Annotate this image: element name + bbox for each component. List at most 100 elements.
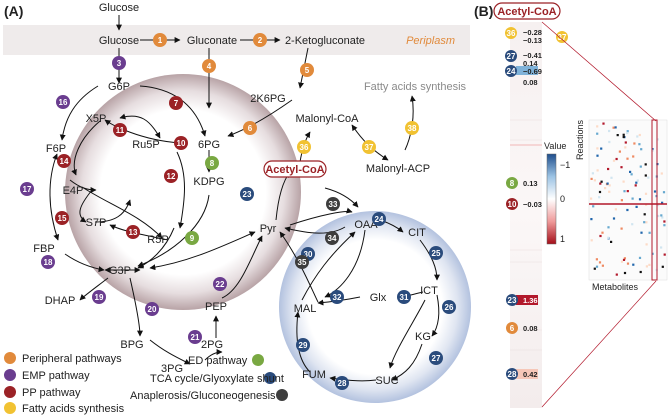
reaction-badge-14: [57, 154, 71, 168]
heatmap-cell: [657, 203, 660, 207]
heatmap-cell: [590, 177, 593, 180]
heatmap-cell: [644, 174, 647, 177]
reaction-number-15: 15: [58, 214, 67, 223]
heatmap-cell: [596, 154, 599, 157]
heatmap-cell: [615, 273, 618, 276]
heatmap-cell: [645, 243, 648, 246]
heatmap-cell: [638, 256, 642, 259]
reaction-number-13: 13: [129, 228, 138, 237]
metabolite-kdpg: KDPG: [193, 176, 224, 188]
legend-dot-tca: [264, 372, 276, 384]
panel-b-value-row-4: 0.14: [523, 59, 538, 68]
heatmap-cell: [599, 234, 602, 238]
panel-b-reaction-badge-8: [506, 177, 518, 189]
metabolite-glx: Glx: [370, 292, 387, 304]
column-row-lines: [510, 119, 542, 351]
metabolite-glucose-external: Glucose: [99, 2, 139, 14]
heatmap-cell: [644, 192, 648, 195]
heatmap-cell: [636, 135, 639, 138]
reaction-badge-9: [185, 231, 199, 245]
heatmap-cell: [610, 176, 613, 179]
legend-dot-peripheral: [4, 352, 16, 364]
heatmap-cell: [620, 199, 623, 202]
reaction-badge-4: [202, 59, 216, 73]
reaction-badge-24: [372, 212, 386, 226]
panel-b-value-37: −0.13: [523, 36, 542, 45]
heatmap-cell: [614, 126, 617, 129]
metabolite-e4p: E4P: [63, 185, 84, 197]
heatmap-cell: [612, 159, 616, 162]
reaction-number-38: 38: [408, 124, 417, 133]
heatmap-cell: [638, 143, 641, 146]
metabolite-fbp: FBP: [33, 243, 54, 255]
heatmap-cell: [626, 190, 629, 193]
heatmap-cell: [631, 223, 634, 226]
heatmap-cell: [596, 125, 599, 128]
heatmap-cell: [653, 190, 657, 193]
colorbar-tick-zero: 0: [560, 194, 565, 204]
reaction-badge-5: [300, 63, 314, 77]
metabolite-s7p: S7P: [86, 217, 107, 229]
heatmap-reactions-label: Reactions: [575, 119, 585, 160]
heatmap-cell: [612, 217, 616, 220]
heatmap-cell: [599, 182, 602, 185]
reaction-badge-33: [326, 197, 340, 211]
panel-b-value-27: −0.41: [523, 51, 542, 60]
reaction-badge-31: [397, 290, 411, 304]
heatmap-cell: [648, 231, 651, 234]
heatmap-cell: [602, 122, 605, 125]
panel-b-reaction-badge-28: [506, 368, 518, 380]
heatmap-cell: [593, 267, 596, 270]
heatmap-cell: [635, 181, 638, 184]
heatmap-cell: [626, 262, 630, 265]
heatmap: [588, 119, 668, 281]
pathway-legend: Peripheral pathways EMP pathway PP pathw…: [4, 352, 288, 415]
metabolite-fum: FUM: [302, 369, 326, 381]
heatmap-cell: [623, 271, 627, 275]
heatmap-cell: [608, 129, 611, 133]
reaction-badge-38: [405, 121, 419, 135]
heatmap-cell: [647, 176, 650, 179]
panel-b-title: Acetyl-CoA: [497, 6, 556, 18]
reaction-number-29: 29: [299, 341, 308, 350]
legend-label-fatty: Fatty acids synthesis: [22, 403, 125, 415]
panel-b-reaction-8: 8: [510, 179, 515, 188]
heatmap-cell: [620, 166, 623, 169]
reaction-badge-2: [253, 33, 267, 47]
heatmap-cell: [638, 198, 642, 201]
reaction-number-2: 2: [258, 36, 263, 45]
heatmap-cell: [622, 133, 625, 136]
heatmap-cell: [639, 270, 642, 274]
heatmap-cell: [618, 150, 621, 153]
reaction-badge-3: [112, 56, 126, 70]
heatmap-cell: [643, 221, 646, 224]
heatmap-cell: [640, 231, 643, 234]
heatmap-cell: [620, 260, 624, 263]
acetyl-coa-highlight: [263, 160, 327, 178]
panel-b-reaction-badge-23: [506, 294, 518, 306]
value-cell-r23: [516, 295, 538, 305]
reaction-number-5: 5: [305, 66, 310, 75]
reaction-number-1: 1: [158, 36, 163, 45]
heatmap-cell: [608, 140, 611, 144]
reaction-number-34: 34: [328, 234, 337, 243]
reaction-badge-10: [174, 136, 188, 150]
metabolite-malonyl-coa: Malonyl-CoA: [296, 113, 360, 125]
legend-dot-anaplerosis: [276, 389, 288, 401]
metabolite-2k6pg: 2K6PG: [250, 93, 285, 105]
heatmap-cell: [645, 265, 648, 268]
heatmap-cell: [626, 130, 629, 133]
reaction-number-12: 12: [167, 172, 176, 181]
reaction-number-30: 30: [304, 250, 313, 259]
heatmap-cell: [601, 231, 604, 234]
heatmap-cell: [626, 131, 629, 135]
heatmap-cell: [604, 187, 607, 190]
metabolite-bpg: BPG: [120, 339, 143, 351]
value-cell-r24: [516, 66, 538, 75]
reaction-number-6: 6: [248, 124, 253, 133]
reaction-number-8: 8: [210, 159, 215, 168]
panel-b-reaction-badge-24: [505, 65, 517, 77]
heatmap-cell: [600, 180, 603, 183]
heatmap-cell: [635, 205, 638, 208]
reaction-badge-8: [205, 156, 219, 170]
